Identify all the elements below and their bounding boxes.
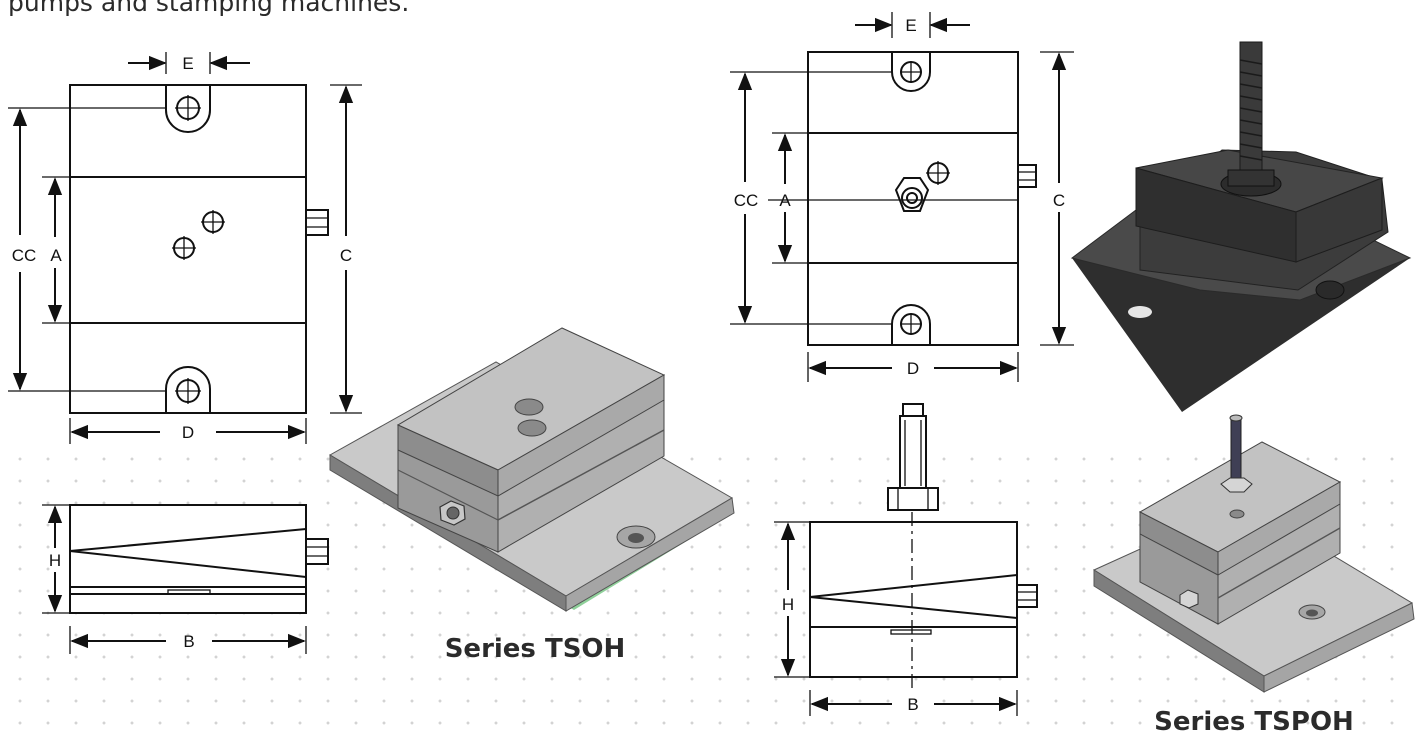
tspoh-dim-a-label: A [779,191,791,210]
tspoh-side-view: H B [774,403,1038,716]
tspoh-dim-b-label: B [907,695,918,714]
tspoh-top-mount-hole-icon [891,52,931,92]
tsoh-dim-b-label: B [183,632,194,651]
intro-text: pumps and stamping machines. [8,0,410,17]
tspoh-center-nut-icon [894,161,950,212]
tspoh-series-label: Series TSPOH [1154,707,1354,734]
tspoh-dim-d-label: D [907,359,919,378]
tsoh-side-view: H B [42,504,329,654]
tsoh-bottom-mount-hole-icon [165,366,211,413]
tspoh-dim-cc-label: CC [734,191,759,210]
tsoh-dim-a-label: A [50,246,62,265]
tsoh-dim-h-label: H [49,551,61,570]
tspoh-3d-render [1092,414,1415,693]
tsoh-base-slot-icon [616,525,656,549]
tspoh-dim-h-label: H [782,595,794,614]
tsoh-bolt-icon [439,500,466,526]
tsoh-center-holes-icon [172,210,225,260]
tsoh-dim-cc-label: CC [12,246,37,265]
tsoh-dim-e-label: E [182,54,193,73]
tsoh-dim-c-label: C [340,246,352,265]
tspoh-dim-c-label: C [1053,191,1065,210]
tspoh-dim-e-label: E [905,16,916,35]
tspoh-top-view: E CC A C D [730,12,1074,382]
tspoh-bottom-mount-hole-icon [891,304,931,345]
tsoh-top-mount-hole-icon [165,85,211,133]
tsoh-dim-d-label: D [182,423,194,442]
tspoh-product-photo [1070,41,1412,412]
tsoh-top-view: E CC A C D [8,52,362,444]
tsoh-3d-render [329,327,735,612]
tsoh-series-label: Series TSOH [445,634,626,664]
